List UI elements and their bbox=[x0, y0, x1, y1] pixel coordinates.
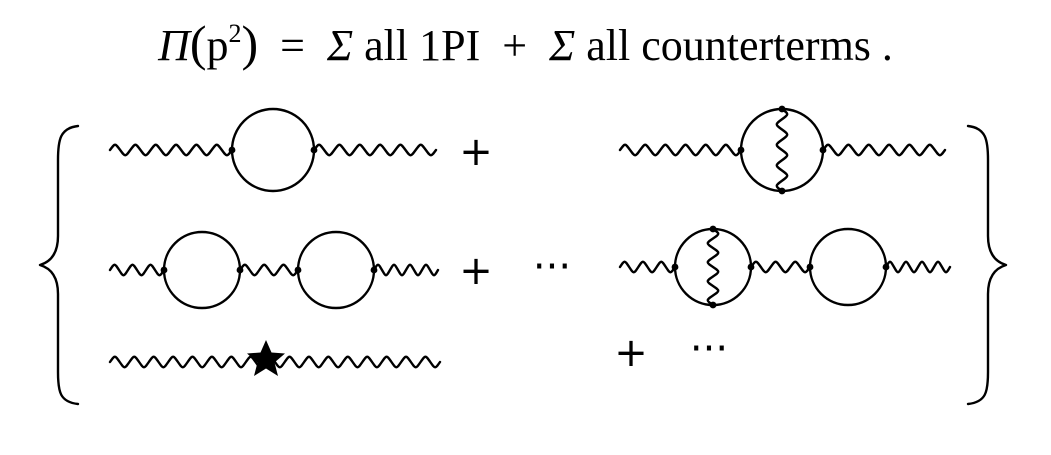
equation-title: Π(p2) = Σ all 1PI + Σ all counterterms . bbox=[0, 14, 1051, 72]
plus-sign-row3: + bbox=[614, 330, 648, 376]
close-paren: ) bbox=[241, 15, 259, 71]
photon-line bbox=[312, 143, 438, 157]
vertex bbox=[160, 266, 168, 274]
row2-left-loop-a bbox=[162, 230, 242, 310]
vertex bbox=[709, 301, 717, 309]
vertex bbox=[778, 187, 786, 195]
photon-line bbox=[108, 263, 166, 277]
row2-right-loop-b bbox=[808, 227, 888, 307]
photon-line bbox=[884, 260, 952, 274]
vertex bbox=[747, 263, 755, 271]
sigma-1: Σ bbox=[327, 21, 354, 70]
plus-sign-title: + bbox=[502, 21, 528, 70]
photon-line bbox=[238, 263, 300, 277]
internal-photon-line bbox=[775, 107, 789, 193]
ellipsis-row3: ··· bbox=[690, 326, 728, 372]
vertex bbox=[709, 225, 717, 233]
vertex bbox=[236, 266, 244, 274]
counterterm-star-icon bbox=[247, 340, 285, 376]
term-counterterms: all counterterms . bbox=[586, 21, 893, 70]
plus-sign-row1: + bbox=[459, 129, 493, 175]
ellipsis-row2: ··· bbox=[533, 244, 571, 290]
photon-line bbox=[618, 260, 677, 274]
exponent: 2 bbox=[228, 19, 242, 48]
vertex bbox=[778, 105, 786, 113]
left-brace bbox=[38, 124, 80, 406]
row1-left-loop bbox=[230, 107, 316, 193]
internal-photon-line bbox=[706, 227, 720, 307]
right-brace bbox=[966, 124, 1008, 406]
vertex bbox=[737, 146, 745, 154]
photon-line bbox=[372, 263, 440, 277]
plus-sign-row2: + bbox=[459, 248, 493, 294]
vertex bbox=[228, 146, 236, 154]
term-1pi: all 1PI bbox=[364, 21, 481, 70]
open-paren: ( bbox=[189, 15, 207, 71]
photon-line bbox=[108, 143, 234, 157]
pi-symbol: Π bbox=[158, 21, 190, 70]
vertex bbox=[806, 263, 814, 271]
equals-sign: = bbox=[280, 21, 305, 70]
vertex bbox=[819, 146, 827, 154]
photon-line bbox=[749, 260, 812, 274]
vertex bbox=[370, 266, 378, 274]
vertex bbox=[882, 263, 890, 271]
vertex bbox=[671, 263, 679, 271]
row2-left-loop-b bbox=[296, 230, 376, 310]
sigma-2: Σ bbox=[549, 21, 576, 70]
photon-line bbox=[821, 143, 947, 157]
momentum-p: p bbox=[206, 21, 229, 70]
photon-line bbox=[618, 143, 743, 157]
vertex bbox=[294, 266, 302, 274]
vertex bbox=[310, 146, 318, 154]
